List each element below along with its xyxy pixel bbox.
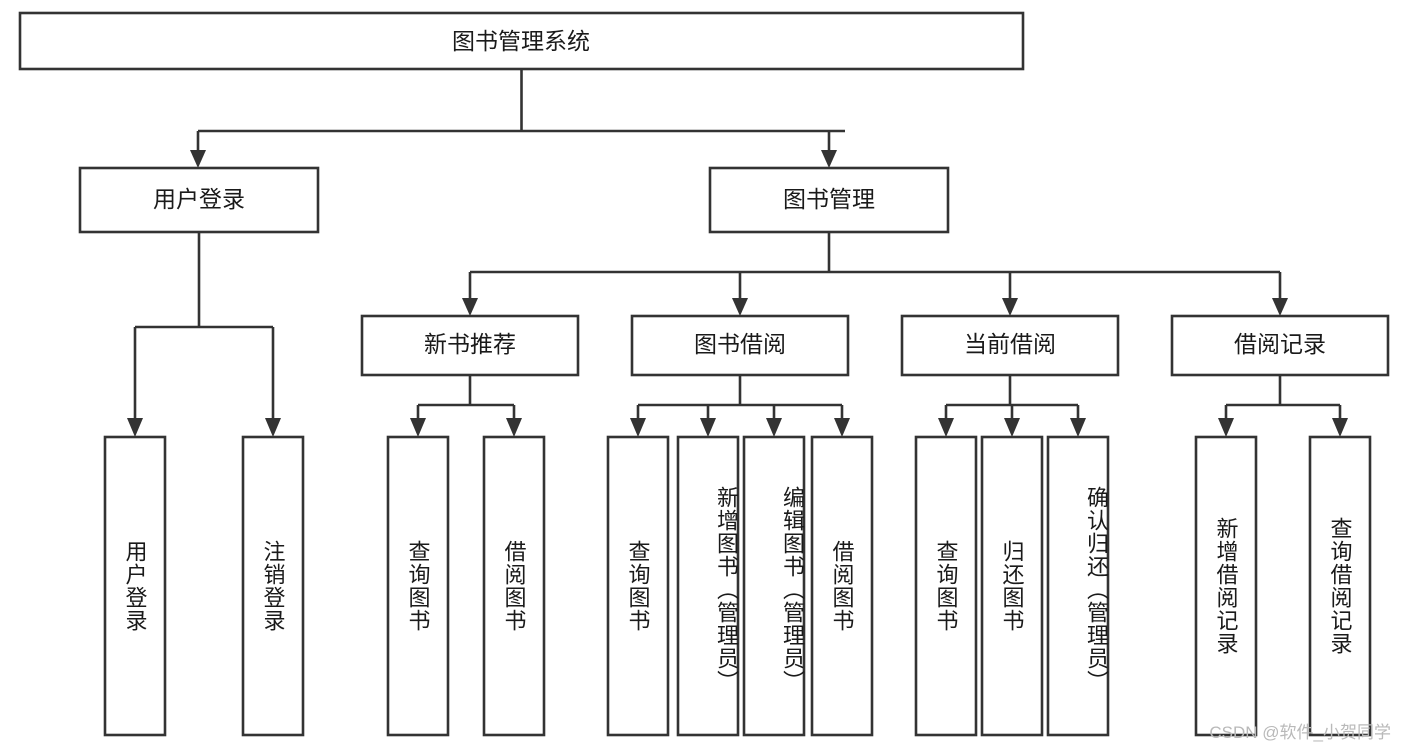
leaf-box-bb-3[interactable] [742, 435, 806, 737]
leaf-box-bb-1[interactable] [606, 435, 670, 737]
leaf-box-user-login-1[interactable] [103, 435, 167, 737]
node-current-borrow-box[interactable] [900, 314, 1120, 377]
node-book-management-box[interactable] [708, 166, 950, 234]
leaf-box-bb-4[interactable] [810, 435, 874, 737]
arrow-head-cb-leaf-2 [1004, 418, 1020, 437]
arrow-head-bb-leaf-2 [700, 418, 716, 437]
node-current-borrow-label: 当前借阅 [964, 331, 1056, 357]
node-book-borrow-label: 图书借阅 [694, 331, 786, 357]
connector-group-new-book-recommend [410, 375, 522, 437]
node-new-book-recommend-box[interactable] [360, 314, 580, 377]
connector-group-book-borrow [630, 375, 850, 437]
node-root[interactable]: 图书管理系统 [18, 11, 1025, 71]
node-root-box[interactable] [18, 11, 1025, 71]
node-book-management-label: 图书管理 [783, 186, 875, 212]
leaf-box-cb-2[interactable] [980, 435, 1044, 737]
node-user-login-label: 用户登录 [153, 186, 245, 212]
arrow-head-user-login-leaf-1 [127, 418, 143, 437]
node-borrow-record-label: 借阅记录 [1234, 331, 1326, 357]
csdn-watermark: CSDN @软件_小贺同学 [1209, 723, 1391, 742]
node-root-label: 图书管理系统 [452, 28, 590, 54]
arrow-head-user-login [190, 150, 206, 168]
connector-group-user-login [127, 232, 281, 437]
arrow-head-nbr-leaf-1 [410, 418, 426, 437]
node-current-borrow[interactable]: 当前借阅 [900, 314, 1120, 377]
arrow-head-new-book-recommend [462, 298, 478, 316]
arrow-head-br-leaf-2 [1332, 418, 1348, 437]
arrow-head-user-login-leaf-2 [265, 418, 281, 437]
node-book-management[interactable]: 图书管理 [708, 166, 950, 234]
leaf-box-cb-3[interactable] [1046, 435, 1110, 737]
arrow-head-cb-leaf-3 [1070, 418, 1086, 437]
leaf-box-bb-2[interactable] [676, 435, 740, 737]
arrow-head-nbr-leaf-2 [506, 418, 522, 437]
node-book-borrow-box[interactable] [630, 314, 850, 377]
node-book-borrow[interactable]: 图书借阅 [630, 314, 850, 377]
node-borrow-record-box[interactable] [1170, 314, 1390, 377]
connector-group-root [190, 69, 845, 168]
connector-group-borrow-record [1218, 375, 1348, 437]
arrow-head-bb-leaf-1 [630, 418, 646, 437]
connector-group-current-borrow [938, 375, 1086, 437]
arrow-head-book-mgmt [821, 150, 837, 168]
arrow-head-borrow-record [1272, 298, 1288, 316]
arrow-head-cb-leaf-1 [938, 418, 954, 437]
node-new-book-recommend-label: 新书推荐 [424, 331, 516, 357]
arrow-head-bb-leaf-3 [766, 418, 782, 437]
arrow-head-bb-leaf-4 [834, 418, 850, 437]
leaf-box-user-login-2[interactable] [241, 435, 305, 737]
leaf-box-cb-1[interactable] [914, 435, 978, 737]
leaf-box-br-2[interactable] [1308, 435, 1372, 737]
leaf-box-nbr-1[interactable] [386, 435, 450, 737]
connector-group-book-management [462, 232, 1288, 316]
arrow-head-br-leaf-1 [1218, 418, 1234, 437]
node-new-book-recommend[interactable]: 新书推荐 [360, 314, 580, 377]
leaf-box-br-1[interactable] [1194, 435, 1258, 737]
node-borrow-record[interactable]: 借阅记录 [1170, 314, 1390, 377]
leaf-box-nbr-2[interactable] [482, 435, 546, 737]
node-user-login[interactable]: 用户登录 [78, 166, 320, 234]
arrow-head-book-borrow [732, 298, 748, 316]
arrow-head-current-borrow [1002, 298, 1018, 316]
